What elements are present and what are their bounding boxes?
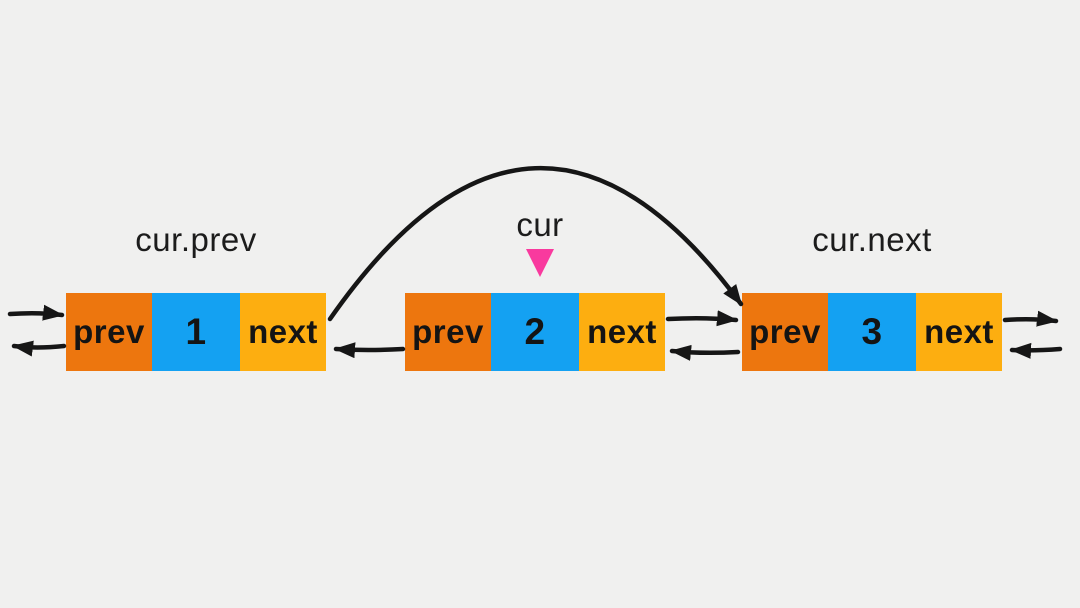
cur-pointer-triangle-down-icon: [526, 249, 554, 277]
node-3: prev 3 next: [742, 293, 1002, 371]
arrow-node1-prev-out-left-icon: [11, 340, 67, 357]
node-2-prev-cell: prev: [405, 293, 491, 371]
arrow-from-right-into-node3-next-icon: [1009, 342, 1063, 359]
node-1-value-cell: 1: [152, 293, 240, 371]
node-1-next-cell: next: [240, 293, 326, 371]
node-2-value-cell: 2: [491, 293, 579, 371]
node-2-current: prev 2 next: [405, 293, 665, 371]
arrow-node3-next-out-right-icon: [1002, 310, 1059, 327]
node-1-prev-cell: prev: [66, 293, 152, 371]
node-1: prev 1 next: [66, 293, 326, 371]
label-cur: cur: [516, 206, 564, 243]
arrow-node2-prev-to-node1-next-icon: [333, 342, 406, 359]
node-3-next-cell: next: [916, 293, 1002, 371]
node-2-next-cell: next: [579, 293, 665, 371]
label-cur-next: cur.next: [812, 221, 932, 258]
label-cur-prev: cur.prev: [135, 221, 257, 258]
node-3-value-cell: 3: [828, 293, 916, 371]
arrow-node2-next-to-node3-prev-icon: [665, 310, 739, 327]
arrow-node3-prev-to-node2-next-icon: [669, 344, 741, 361]
arrow-from-left-into-node1-prev-icon: [7, 304, 65, 321]
node-3-prev-cell: prev: [742, 293, 828, 371]
